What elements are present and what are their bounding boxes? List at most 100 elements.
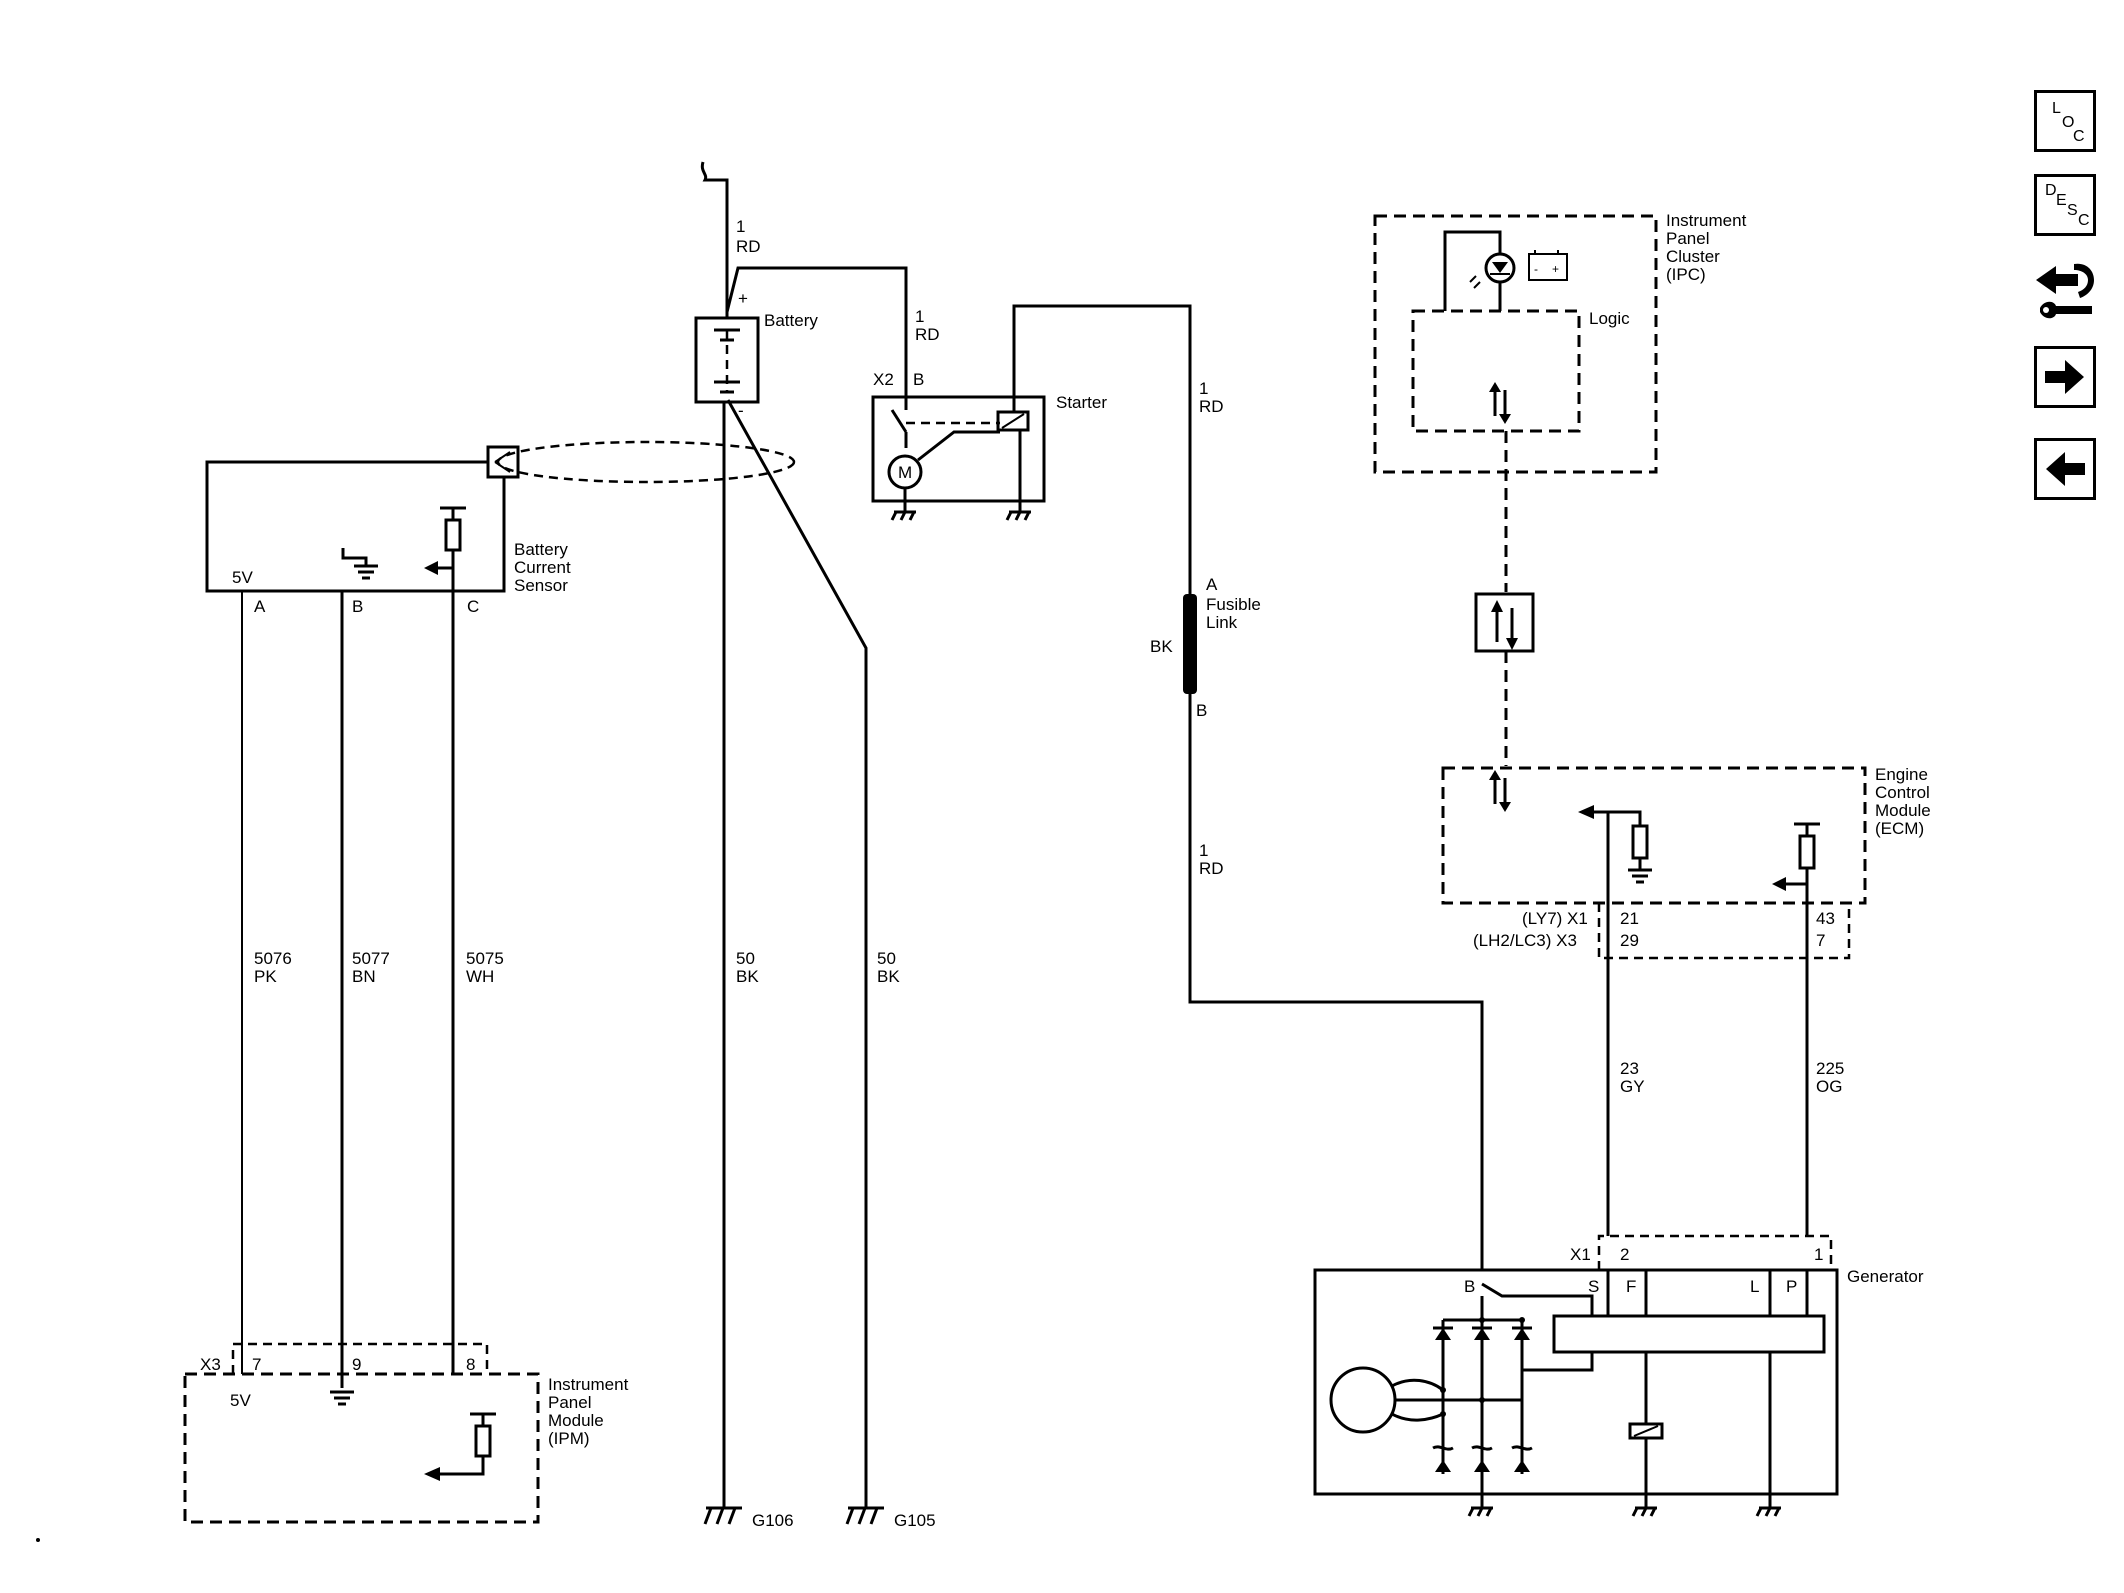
module-label: (ECM) [1875,819,1924,838]
description-button[interactable]: D E S C [2034,174,2096,236]
connector-label: X3 [200,1355,221,1374]
wire-label: 5077 [352,949,390,968]
pin-label: B [352,597,363,616]
module-label: Instrument [548,1375,629,1394]
desc-letter-e: E [2056,192,2067,209]
ground-wire-g105: 50 BK G105 [726,399,936,1530]
instrument-panel-module: X3 7 9 8 5V Instrument Panel Module (IPM… [183,1342,629,1524]
pin-label: L [1750,1277,1759,1296]
module-label: Module [548,1411,604,1430]
pin-label: C [467,597,479,616]
fusible-link: A Fusible Link BK B [1150,575,1261,720]
wire-label: 50 [877,949,896,968]
starter-label: Starter [1056,393,1107,412]
wire-label: 1 [915,307,924,326]
voltage-label: 5V [230,1391,251,1410]
battery-minus: - [738,401,744,420]
ground-label: G106 [752,1511,794,1530]
connector-label: X1 [1570,1245,1591,1264]
pin-label: 7 [1816,931,1825,950]
sensor-label: Battery [514,540,568,559]
pin-label: S [1588,1277,1599,1296]
battery-warning-plus: + [1552,262,1559,276]
module-label: Control [1875,783,1930,802]
wire-5077: 5077 BN [340,591,390,1388]
pin-label: 1 [1814,1245,1823,1264]
fusible-link-label: Fusible [1206,595,1261,614]
wire-label: RD [736,237,761,256]
module-label: Module [1875,801,1931,820]
wire-label: BN [352,967,376,986]
wire-label: WH [466,967,494,986]
pin-label: F [1626,1277,1636,1296]
pin-label: A [254,597,266,616]
module-label: (IPM) [548,1429,590,1448]
voltage-label: 5V [232,568,253,587]
pin-label: 29 [1620,931,1639,950]
wire-label: GY [1620,1077,1645,1096]
next-page-button[interactable] [2034,346,2096,408]
loc-letter-o: O [2062,114,2075,131]
generator: X1 2 1 Generator B S F L P [1313,1234,1924,1517]
wire-label: 1 [1199,379,1208,398]
main-feed-wire: 1 RD [700,161,761,318]
wire-label: BK [877,967,900,986]
desc-letter-s: S [2067,202,2078,219]
starter: M Starter [871,393,1107,521]
loc-letter-l: L [2052,100,2061,117]
battery-to-starter-wire: 1 RD X2 B [725,266,940,396]
ground-label: G105 [894,1511,936,1530]
fusible-link-label: Link [1206,613,1238,632]
engine-control-module: Engine Control Module (ECM) (LY7) X1 (LH… [1441,765,1931,1236]
location-button[interactable]: L O C [2034,90,2096,152]
wire-label: RD [1199,397,1224,416]
wire-label: PK [254,967,277,986]
wire-label: 50 [736,949,755,968]
wire-label: 23 [1620,1059,1639,1078]
module-label: Cluster [1666,247,1720,266]
module-label: Panel [548,1393,591,1412]
motor-label: M [898,463,912,482]
connector-tools-icon[interactable] [2034,258,2096,328]
logic-label: Logic [1589,309,1630,328]
module-label: (IPC) [1666,265,1706,284]
battery-warning-minus: - [1534,262,1538,276]
pin-label: 8 [466,1355,475,1374]
connector-label: (LH2/LC3) X3 [1473,931,1577,950]
wire-label: RD [1199,859,1224,878]
pin-label: 7 [252,1355,261,1374]
generator-label: Generator [1847,1267,1924,1286]
fusible-link-to-generator-wire: 1 RD [1188,694,1484,1284]
wire-label: 5075 [466,949,504,968]
pin-label: 43 [1816,909,1835,928]
battery-plus: + [738,289,748,308]
wire-label: BK [736,967,759,986]
arrow-left-icon [2046,452,2085,486]
pin-label: P [1786,1277,1797,1296]
loc-letter-c: C [2073,128,2085,145]
module-label: Instrument [1666,211,1747,230]
wire-label: 5076 [254,949,292,968]
wire-label: OG [1816,1077,1842,1096]
pin-label: 9 [352,1355,361,1374]
wire-label: 1 [1199,841,1208,860]
page-dot [36,1538,40,1542]
previous-page-button[interactable] [2034,438,2096,500]
battery-current-sensor: Battery Current Sensor 5V A B C [205,440,796,616]
wire-label: RD [915,325,940,344]
pin-label: 21 [1620,909,1639,928]
desc-letter-d: D [2045,182,2057,199]
wire-label: 225 [1816,1059,1844,1078]
pin-label: B [1196,701,1207,720]
pin-label: B [913,370,924,389]
instrument-panel-cluster: - + Logic Instrument Panel Cluster (IPC) [1373,211,1747,474]
serial-data-link [1474,431,1535,766]
starter-to-fusible-link-wire: 1 RD [1012,304,1224,594]
pin-label: 2 [1620,1245,1629,1264]
battery: Battery + - [694,289,818,420]
battery-label: Battery [764,311,818,330]
arrow-right-icon [2045,360,2084,394]
wire-5075: 5075 WH [451,568,504,1374]
module-label: Engine [1875,765,1928,784]
ground-wire-g106: 50 BK G106 [703,402,794,1530]
